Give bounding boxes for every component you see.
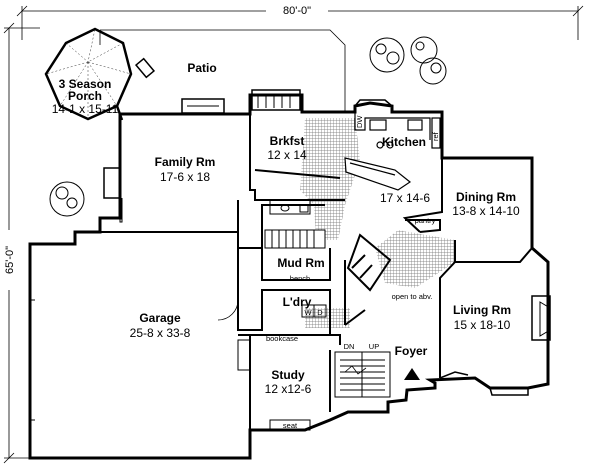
kitchen-size: 17 x 14-6 [380,191,430,205]
main-stairs [334,351,391,398]
pantry-label: pantry [415,216,436,225]
living-name: Living Rm [453,303,511,317]
family-size: 17-6 x 18 [160,170,210,184]
foyer-tile-floor [375,230,455,288]
porch-chimney [134,57,156,79]
kitchen-window-bump [354,99,393,107]
stairs-up-label: UP [369,342,379,351]
dining-size: 13-8 x 14-10 [452,204,520,218]
hall-tile-floor [305,308,350,328]
family-fireplace [103,167,121,199]
family-bay [181,98,225,114]
laundry-appliances [301,304,327,318]
depth-dimension-label: 65'-0" [4,246,16,274]
bookcase-label: bookcase [266,334,298,343]
dryer-label: D [317,308,323,317]
garage-name: Garage [139,311,181,325]
breakfast-name: Brkfst [270,134,305,148]
breakfast-bay [251,89,301,111]
washer-label: W [304,308,312,317]
kitchen-counters [344,112,441,191]
seat-label: seat [283,421,298,430]
mudroom-stairs [264,229,326,249]
study-seat [269,419,311,431]
study-name: Study [271,368,305,382]
tree-icon [49,36,447,217]
patio-name: Patio [187,61,216,75]
living-window [439,371,469,379]
width-dimension-label: 80'-0" [283,5,311,17]
laundry-name: L'dry [283,295,312,309]
kitchen-name: Kitchen [382,135,426,149]
bench-label: bench [290,274,310,283]
exterior-walls [28,93,550,460]
open-above-label: open to abv. [392,292,433,301]
porch-name-line1: 3 Season [59,77,112,91]
porch-size: 14-1 x 15-11 [52,102,119,116]
porch-name-line2: Porch [68,89,102,103]
foyer-name: Foyer [395,344,428,358]
study-size: 12 x12-6 [265,382,312,396]
family-name: Family Rm [155,155,216,169]
stairs-down-label: DN [344,342,355,351]
refrigerator-label: ref [431,131,440,141]
breakfast-bay-windows [257,95,291,108]
depth-dimension-mask [2,230,16,290]
living-size: 15 x 18-10 [454,318,511,332]
family-wall-seg [119,198,123,223]
entry-arrow-icon [404,368,420,380]
interior-walls [75,112,533,430]
mudroom-name: Mud Rm [277,256,324,270]
garage-doors [30,299,239,421]
breakfast-size: 12 x 14 [267,148,307,162]
dishwasher-label: DW [355,115,364,128]
living-hearth [539,301,551,337]
kitchen-tile-floor [300,118,360,240]
living-bay [489,387,529,396]
garage-size: 25-8 x 33-8 [130,326,191,340]
powder-room-fixtures [269,199,311,215]
dining-name: Dining Rm [456,190,516,204]
width-dimension-mask [266,3,328,17]
porch-roof-lines [45,28,132,119]
study-bookcase-unit [237,339,251,371]
